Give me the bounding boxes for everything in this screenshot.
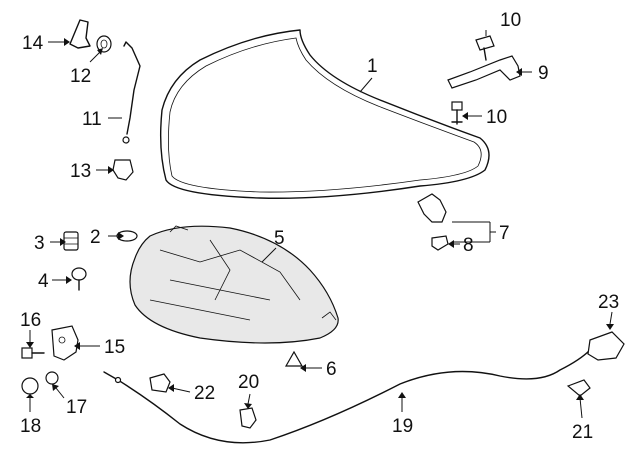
hood-latch-part [51,325,79,361]
release-handle-part [239,407,257,429]
hinge-clip-part [69,19,91,49]
plug-part [21,377,39,395]
grommet-part [96,35,112,53]
callout-1: 1 [367,56,378,77]
callout-8: 8 [463,235,474,256]
buffer-part [71,267,87,291]
rod-holder-part [112,159,134,181]
hood-hinge-part [447,55,521,89]
callout-10-lower: 10 [486,107,507,128]
callout-13: 13 [70,161,91,182]
bumper-stop-part [431,235,449,251]
hood-insulator [129,225,339,344]
callout-6: 6 [326,359,337,380]
callout-labels: 1 2 3 4 5 6 7 8 9 10 10 11 12 13 14 15 1… [20,10,619,443]
callout-4: 4 [38,271,49,292]
callout-15: 15 [104,337,125,358]
callout-7: 7 [499,223,510,244]
callout-2: 2 [90,227,101,248]
callout-10-upper: 10 [500,10,521,31]
callout-5: 5 [274,228,285,249]
hood-panel [159,29,490,199]
release-cable-part [103,349,591,444]
callout-19: 19 [392,416,413,437]
retainer-clip-part [284,350,304,367]
callout-11: 11 [82,109,102,130]
bolt-upper-part [475,35,495,61]
callout-21: 21 [572,422,593,443]
callout-22: 22 [194,383,215,404]
callout-16: 16 [20,310,41,331]
bolt-lower-part [451,101,463,125]
callout-18: 18 [20,416,41,437]
callout-17: 17 [66,397,87,418]
callout-9: 9 [538,63,549,84]
cable-bracket-part [566,379,591,397]
release-lever-part [587,331,625,361]
cable-clip-part [149,373,171,393]
callout-lines [26,30,614,419]
callout-14: 14 [22,33,44,54]
callout-3: 3 [34,233,45,254]
callout-20: 20 [238,372,259,393]
cushion-part [63,231,79,251]
callout-12: 12 [70,66,91,87]
callout-23: 23 [598,292,619,313]
latch-bolt-part [21,347,45,359]
bracket-part [417,193,447,223]
latch-clip-part [45,371,59,385]
prop-rod-part [122,41,141,144]
